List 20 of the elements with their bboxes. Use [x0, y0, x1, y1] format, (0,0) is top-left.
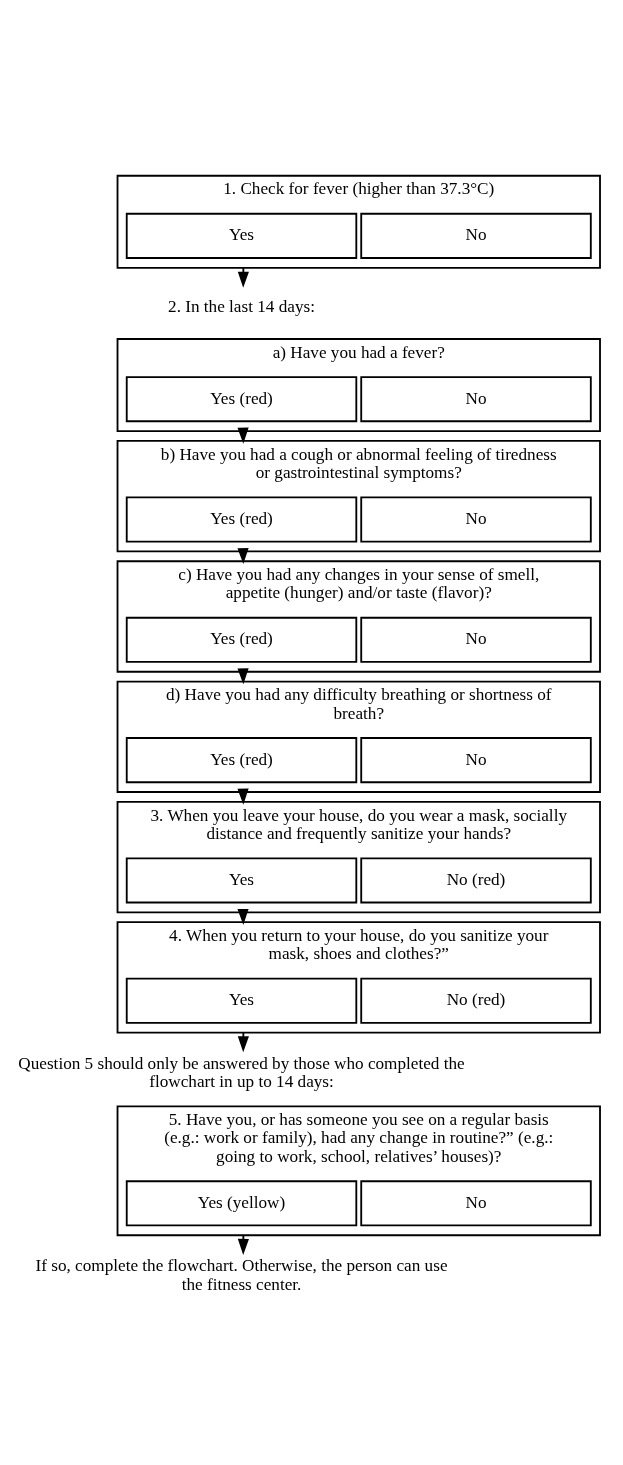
node-box: Yes: [125, 977, 358, 1024]
node-box: No: [360, 376, 592, 423]
node-box: Yes (red): [125, 616, 358, 663]
node-box: No (red): [360, 977, 592, 1024]
node-text: If so, complete the flowchart. Otherwise, the person can use the fitness center.: [35, 1256, 448, 1294]
node-box: Yes (red): [125, 737, 358, 784]
node-box: Yes (red): [125, 496, 358, 543]
arrow: [237, 1234, 249, 1255]
node-box: No: [360, 496, 592, 543]
node-box: No: [360, 616, 592, 663]
node-box: Yes (yellow): [125, 1180, 358, 1227]
node-box: No: [360, 1180, 592, 1227]
node-box: No (red): [360, 857, 592, 904]
node-box: No: [360, 737, 592, 784]
node-box: Yes (red): [125, 376, 358, 423]
node-text: Question 5 should only be answered by those who completed the flowchart in up to 14 days:: [18, 1053, 465, 1091]
node-text: 2. In the last 14 days:: [168, 296, 315, 316]
node-box: Yes: [125, 212, 358, 259]
node-box: Yes: [125, 857, 358, 904]
node-box: No: [360, 212, 592, 259]
